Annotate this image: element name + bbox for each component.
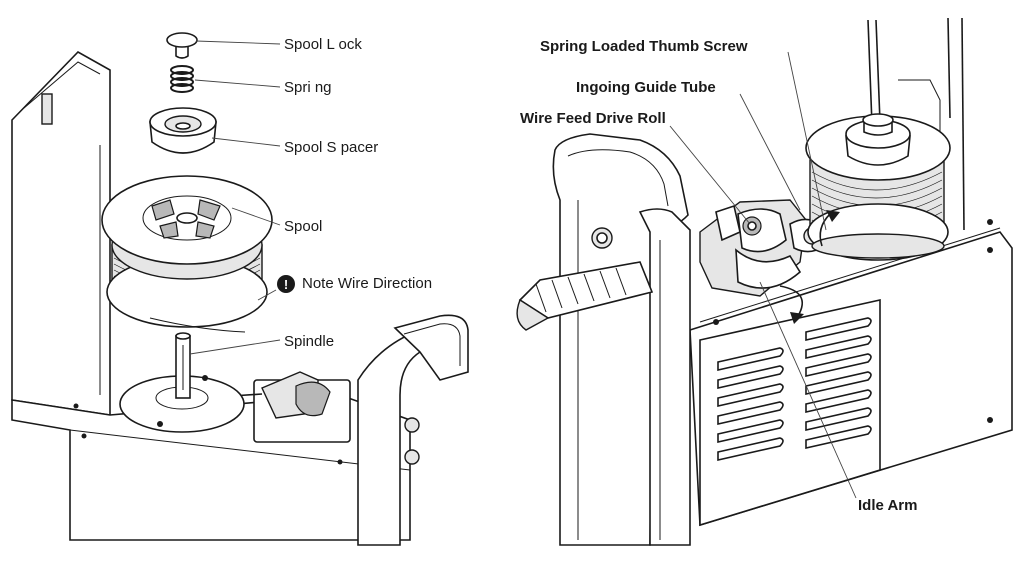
label-spool-lock: Spool L ock — [284, 36, 362, 53]
leader-thumb-screw — [787, 51, 827, 231]
rotation-arrow-spool-icon — [819, 210, 840, 247]
spring — [170, 65, 194, 93]
gun-cable — [516, 261, 654, 331]
drive-unit — [231, 371, 351, 443]
label-spring: Spri ng — [284, 79, 332, 96]
left-diagram: Spool L ock Spri ng Spool S pacer Spool … — [11, 32, 469, 546]
label-spool: Spool — [284, 218, 322, 235]
cabinet-side-wall — [11, 51, 111, 416]
leader-drive-roll — [669, 125, 751, 225]
rear-posts — [867, 17, 965, 231]
label-spring-loaded-thumb-screw: Spring Loaded Thumb Screw — [540, 38, 748, 55]
spindle — [175, 332, 191, 399]
label-spool-spacer: Spool S pacer — [284, 139, 378, 156]
note-icon-glyph: ! — [284, 277, 288, 292]
label-note-wire-direction: Note Wire Direction — [302, 275, 432, 292]
label-spindle: Spindle — [284, 333, 334, 350]
front-handle-frame — [357, 314, 469, 546]
spool-lock — [166, 32, 198, 59]
vent-slots-left — [717, 347, 784, 462]
right-spool — [805, 113, 951, 261]
leader-note — [257, 289, 277, 301]
spool-spacer — [149, 107, 217, 154]
label-wire-feed-drive-roll: Wire Feed Drive Roll — [520, 110, 666, 127]
leader-spool-spacer — [211, 137, 281, 147]
vent-slots-right — [805, 317, 872, 450]
note-warning-icon: ! — [277, 275, 295, 293]
leader-guide-tube — [739, 93, 801, 211]
rotation-arrow-drive-icon — [779, 285, 804, 324]
label-idle-arm: Idle Arm — [858, 497, 917, 514]
right-diagram: Spring Loaded Thumb Screw Ingoing Guide … — [516, 17, 1013, 546]
leader-spring — [194, 79, 281, 88]
leader-spool-lock — [195, 40, 281, 45]
leader-spindle — [189, 339, 281, 355]
front-handle-frame-right — [552, 133, 691, 546]
vent-panel — [699, 299, 993, 527]
leader-spool — [231, 207, 281, 226]
spool — [101, 175, 273, 333]
wire-feed-drive-mechanism — [699, 199, 825, 297]
label-ingoing-guide-tube: Ingoing Guide Tube — [576, 79, 716, 96]
leader-idle-arm — [759, 281, 857, 499]
